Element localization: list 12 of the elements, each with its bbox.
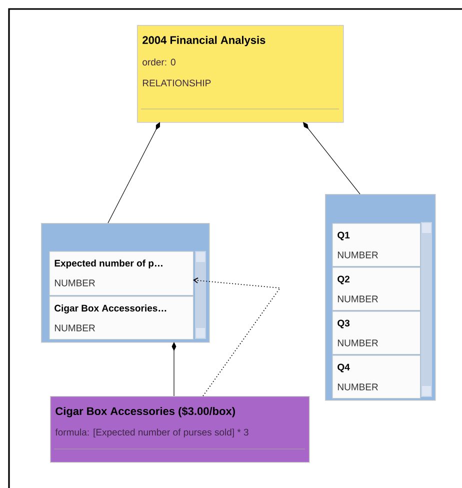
field-row: Q4 NUMBER	[332, 355, 421, 399]
entity-box: Cigar Box Accessories ($3.00/box) formula: [Expected number of purses sold] * 3	[50, 396, 310, 463]
connector	[193, 278, 281, 396]
field-row: Q2 NUMBER	[332, 267, 421, 311]
field-row: Cigar Box Accessories… NUMBER	[49, 296, 194, 340]
connector	[303, 122, 360, 194]
connector	[108, 122, 160, 224]
field-row: Expected number of p… NUMBER	[49, 251, 194, 296]
entity-box: 2004 Financial Analysis order: 0 RELATIONSHIP	[137, 25, 344, 123]
field-row: Q1 NUMBER	[332, 223, 421, 267]
field-row: Q3 NUMBER	[332, 311, 421, 355]
connector	[172, 342, 176, 396]
